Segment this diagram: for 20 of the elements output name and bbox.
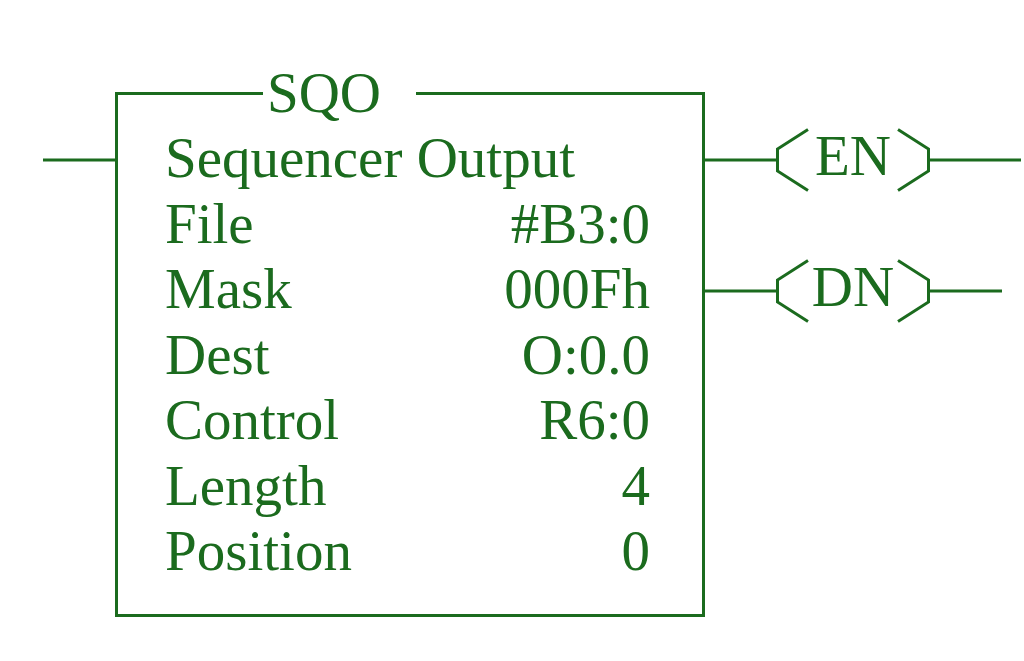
parameter-value: 4 — [621, 456, 650, 514]
coil-label: EN — [815, 127, 891, 185]
instruction-name: Sequencer Output — [165, 129, 575, 187]
wire — [930, 158, 1021, 162]
parameter-name: Position — [165, 522, 352, 580]
parameter-name: File — [165, 194, 254, 252]
parameter-name: Dest — [165, 325, 270, 383]
parameter-name: Mask — [165, 260, 292, 318]
coil-label: DN — [811, 258, 895, 316]
parameter-value: O:0.0 — [521, 325, 650, 383]
parameter-value: R6:0 — [539, 391, 650, 449]
wire — [930, 289, 1002, 293]
wire — [43, 158, 115, 162]
parameter-value: 000Fh — [504, 260, 650, 318]
parameter-name: Control — [165, 391, 340, 449]
parameter-value: 0 — [621, 522, 650, 580]
wire — [705, 289, 776, 293]
parameter-value: #B3:0 — [510, 194, 650, 252]
instruction-title: SQO — [267, 64, 382, 122]
wire — [705, 158, 776, 162]
